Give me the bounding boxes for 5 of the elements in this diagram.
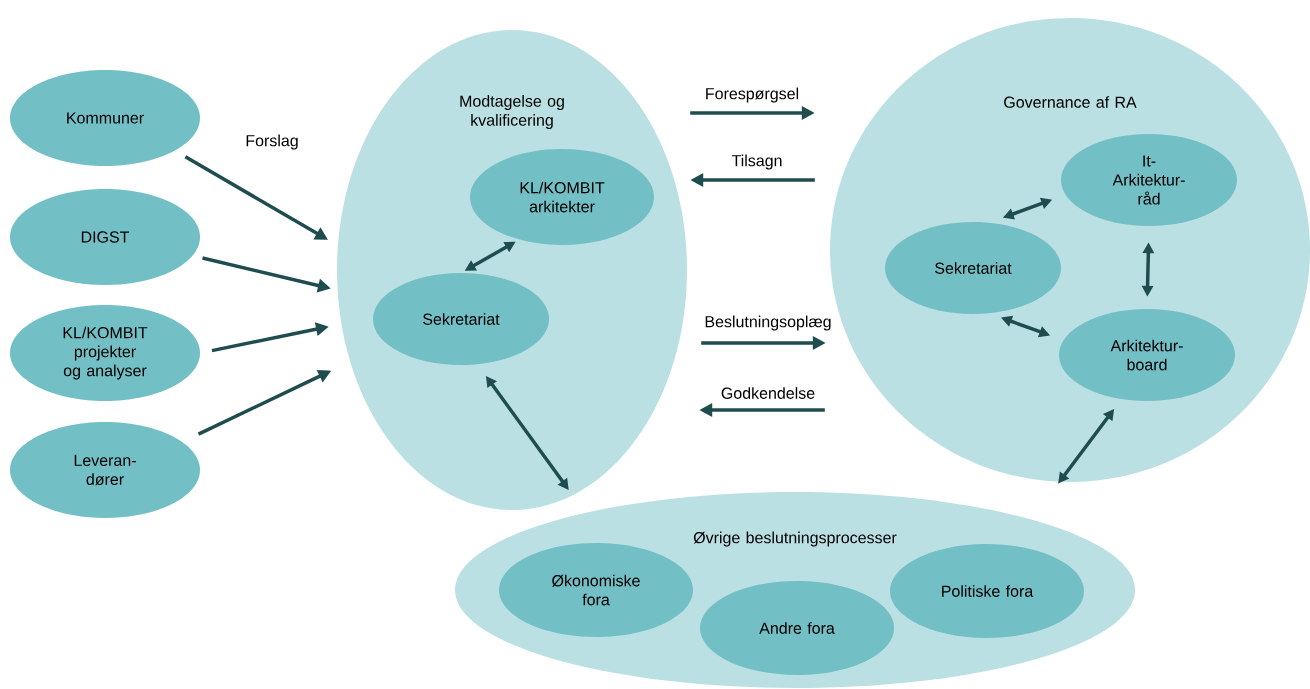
edge-label: Tilsagn xyxy=(730,153,784,171)
edge-label: Beslutningsoplæg xyxy=(703,314,833,332)
edge-label: Forespørgsel xyxy=(703,86,801,104)
edge-label: Forslag xyxy=(244,133,300,151)
edge-label: Godkendelse xyxy=(719,386,817,400)
